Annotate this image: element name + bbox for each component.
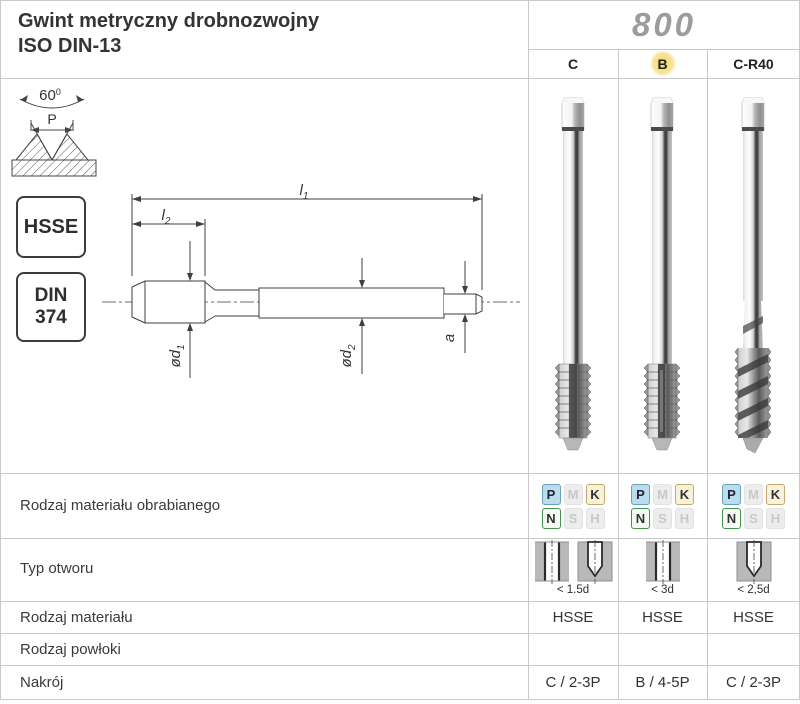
- hole-depth-caption-b: < 3d: [651, 584, 674, 596]
- grid-line: [0, 633, 800, 634]
- grid-line: [0, 601, 800, 602]
- dim-a-label: a: [441, 334, 458, 342]
- dim-l2-label: l2: [162, 207, 171, 227]
- page-title-line1: Gwint metryczny drobnozwojny: [18, 10, 320, 32]
- hole-type-icons-c: [528, 540, 618, 586]
- column-header-b: B: [618, 49, 707, 78]
- badge-K: K: [585, 483, 605, 505]
- badge-N: N: [631, 507, 650, 529]
- column-header-c: C: [567, 55, 579, 72]
- material-group-badges-cr40: P M K N S H: [707, 477, 800, 535]
- material-group-badges-b: P M K N S H: [618, 477, 707, 535]
- badge-P: P: [541, 483, 561, 505]
- row-label-coating: Rodzaj powłoki: [20, 641, 121, 658]
- through-hole-icon: [645, 540, 680, 584]
- angle-label: 600: [39, 87, 61, 104]
- coating-value-c: [528, 633, 618, 665]
- column-header-cr40: C-R40: [733, 55, 774, 72]
- grid-line: [528, 0, 529, 699]
- grid-line: [618, 49, 619, 699]
- coating-value-cr40: [707, 633, 800, 665]
- material-group-badges-c: P M K N S H: [528, 477, 618, 535]
- grid-line: [0, 0, 800, 1]
- material-value-cr40: HSSE: [733, 608, 774, 626]
- badge-S: S: [653, 507, 672, 529]
- badge-N: N: [541, 507, 561, 529]
- material-value-b: HSSE: [642, 608, 683, 626]
- din-standard-box: DIN 374: [16, 272, 86, 342]
- page-title: Gwint metryczny drobnozwojny ISO DIN-13: [18, 9, 319, 59]
- highlight-circle: B: [649, 51, 676, 76]
- pitch-label: P: [47, 111, 56, 127]
- tap-technical-drawing: l1 l2 ød1 ød2 a: [102, 182, 520, 378]
- badge-K: K: [766, 483, 785, 505]
- grid-line: [0, 473, 800, 474]
- coating-value-b: [618, 633, 707, 665]
- badge-M: M: [744, 483, 763, 505]
- badge-H: H: [675, 507, 694, 529]
- badge-S: S: [744, 507, 763, 529]
- row-label-chamfer: Nakrój: [20, 674, 64, 691]
- through-hole-icon: [534, 540, 569, 584]
- hole-type-icons-cr40: [707, 540, 800, 586]
- badge-S: S: [563, 507, 583, 529]
- grid-line: [0, 538, 800, 539]
- row-label-material: Rodzaj materiału: [20, 609, 133, 626]
- grid-line: [0, 665, 800, 666]
- badge-M: M: [563, 483, 583, 505]
- badge-P: P: [631, 483, 650, 505]
- chamfer-value-cr40: C / 2-3P: [725, 673, 782, 691]
- row-label-workpiece-material: Rodzaj materiału obrabianego: [20, 497, 221, 514]
- tap-photo-straight-b: [643, 97, 681, 451]
- tap-photo-spiral-cr40: [734, 97, 772, 454]
- chamfer-value-c: C / 2-3P: [545, 673, 601, 691]
- tap-photo-straight-c: [554, 97, 592, 451]
- badge-H: H: [585, 507, 605, 529]
- grid-line: [0, 78, 800, 79]
- thread-profile-diagram: 600 P: [11, 87, 97, 177]
- page-title-line2: ISO DIN-13: [18, 35, 122, 57]
- dim-l1-label: l1: [300, 182, 309, 202]
- hole-type-icons-b: [618, 540, 707, 586]
- badge-H: H: [766, 507, 785, 529]
- hole-depth-caption-c: < 1.5d: [556, 584, 590, 596]
- dim-d1-label: ød1: [167, 344, 187, 367]
- chamfer-value-b: B / 4-5P: [635, 673, 690, 691]
- series-number: 800: [631, 5, 697, 43]
- blind-hole-icon: [736, 540, 771, 584]
- badge-N: N: [722, 507, 741, 529]
- grid-line: [528, 49, 800, 50]
- grid-line: [707, 49, 708, 699]
- grid-line: [0, 0, 1, 699]
- series-box: 800: [528, 0, 800, 49]
- row-label-hole-type: Typ otworu: [20, 560, 94, 577]
- material-standard-box: HSSE: [16, 196, 86, 258]
- material-value-c: HSSE: [552, 608, 594, 626]
- hole-depth-caption-cr40: < 2,5d: [737, 584, 770, 596]
- badge-P: P: [722, 483, 741, 505]
- blind-hole-icon: [577, 540, 612, 584]
- badge-M: M: [653, 483, 672, 505]
- badge-K: K: [675, 483, 694, 505]
- dim-d2-label: ød2: [338, 344, 358, 368]
- grid-line: [0, 699, 800, 700]
